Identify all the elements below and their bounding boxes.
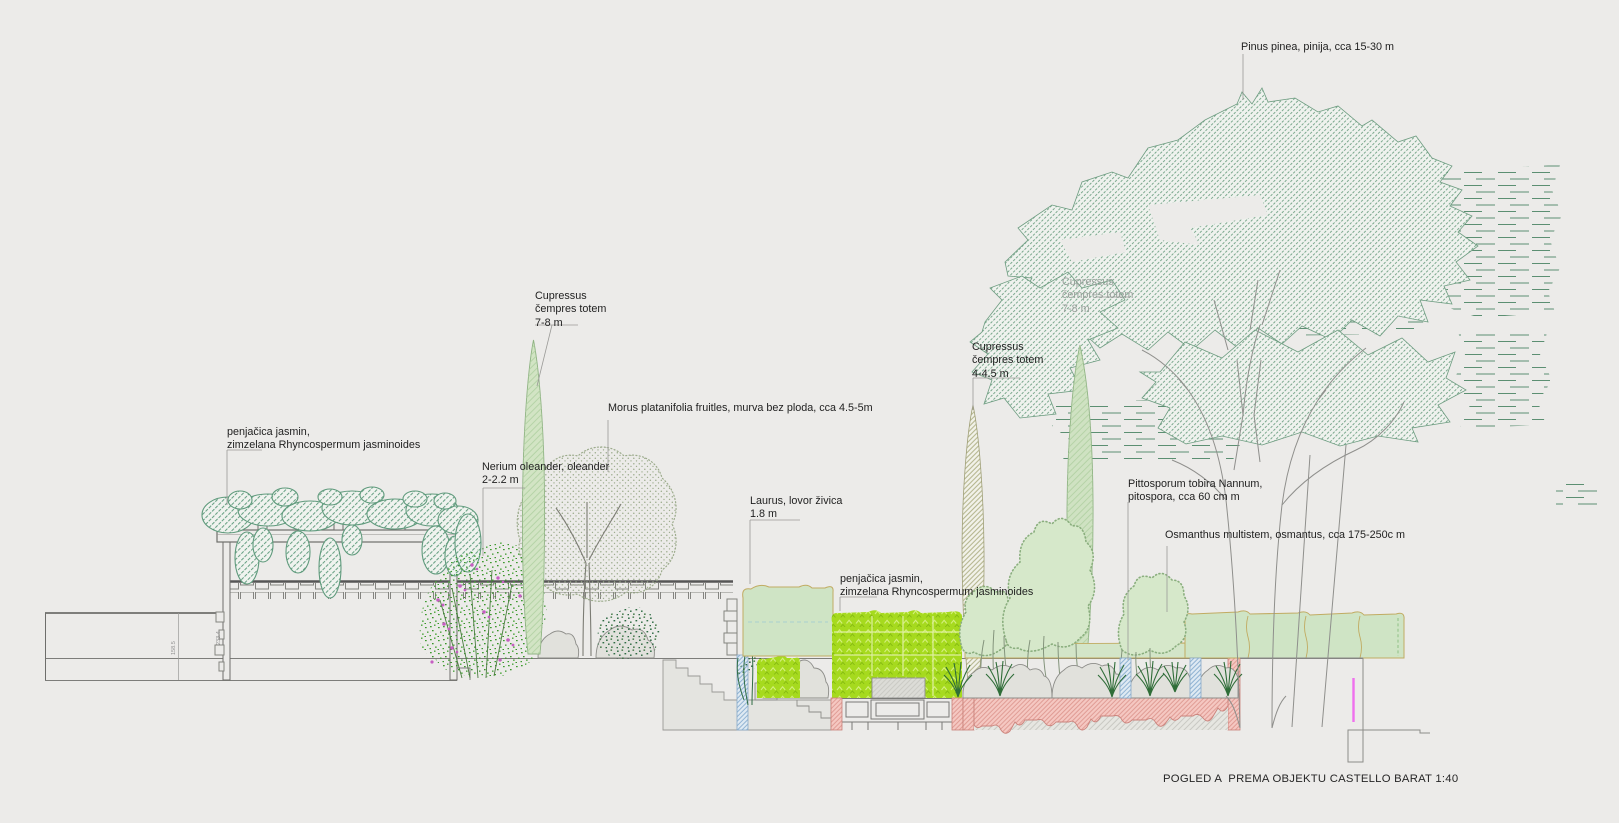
label-nerium: Nerium oleander, oleander 2-2.2 m [482, 461, 610, 487]
hedge-grid [834, 616, 961, 696]
bench [871, 677, 926, 699]
mulberry-canopy [516, 446, 677, 602]
wall-corner-pillar [723, 598, 738, 656]
label-cupressus-small: Cupressus čempres totem 4-4.5 m [972, 341, 1044, 380]
label-cupressus-tall: Cupressus čempres totem 7-8 m [535, 290, 607, 329]
drawing-caption: POGLED A PREMA OBJEKTU CASTELLO BARAT 1:… [1163, 773, 1459, 785]
right-wall [1240, 657, 1430, 763]
pine-trunk [1141, 269, 1405, 729]
dark-shrub [597, 607, 660, 659]
mulberry-tree [516, 446, 677, 657]
cypress-tall [521, 339, 546, 655]
leader-lines [226, 54, 1244, 660]
planter [973, 697, 1229, 734]
grass-tufts [943, 660, 1243, 698]
label-morus: Morus platanifolia fruitles, murva bez p… [608, 402, 873, 414]
label-pinus: Pinus pinea, pinija, cca 15-30 m [1241, 41, 1395, 53]
label-jasmine-hedge: penjačica jasmin, zimzelana Rhyncospermu… [840, 573, 1034, 599]
osmanthus-canopies [958, 517, 1189, 657]
stair-sprigs [736, 649, 763, 706]
planter-drains [1119, 657, 1202, 699]
right-hedge [1184, 610, 1405, 659]
label-pittosporum: Pittosporum tobira Nannum, pitospora, cc… [1128, 478, 1263, 504]
dimension-wall-left: 158.5 [171, 641, 177, 655]
label-jasmine-pergola: penjačica jasmin, zimzelana Rhyncospermu… [227, 426, 421, 452]
pink-soil-band [973, 697, 1229, 734]
label-laurus: Laurus, lovor živica 1.8 m [750, 495, 843, 521]
jasmine-hedge-main [831, 610, 963, 698]
mulberry-trunk [555, 502, 622, 657]
left-low-wall [45, 612, 224, 680]
oleander-stems [439, 569, 513, 679]
oleander-flowers [430, 563, 532, 664]
pine-canopy [969, 87, 1479, 447]
label-cupressus-canopy: Cupressus čempres totem 7-8 m [1062, 276, 1134, 315]
jasmine-hedge-small [757, 655, 801, 698]
laurel-hedge [742, 584, 834, 657]
dimension-wall-pillar: 233.4 [216, 631, 222, 645]
pergola-quoins [214, 611, 225, 672]
gate [832, 698, 963, 730]
oleander-shrub [419, 542, 547, 679]
label-osmanthus: Osmanthus multistem, osmantus, cca 175-2… [1165, 529, 1406, 541]
planter-mounds [962, 663, 1239, 699]
